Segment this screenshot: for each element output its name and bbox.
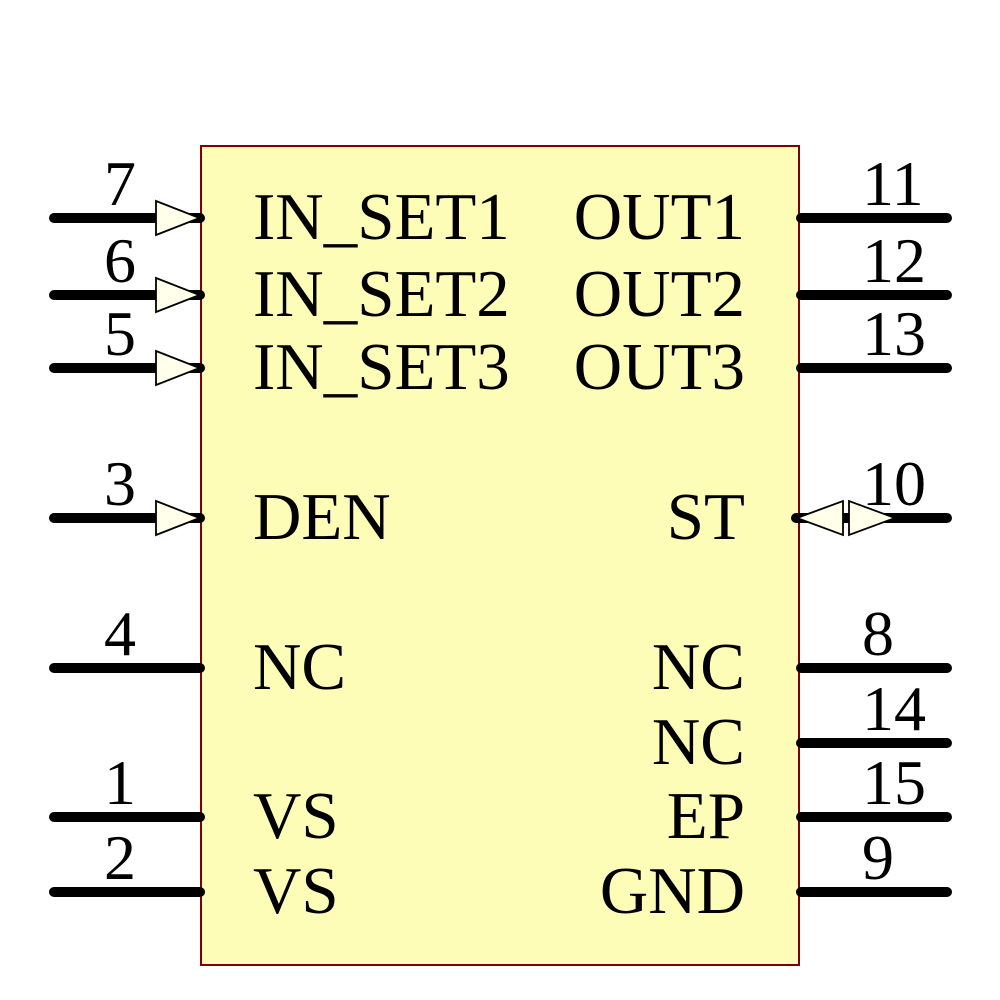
pin-label: NC [652,705,745,779]
pin-number: 14 [862,673,926,744]
input-arrow-icon [155,199,202,237]
pin-label: EP [667,779,745,853]
pin-label: NC [253,630,346,704]
pin-nc-4: 4 NC [49,598,346,704]
pin-den-3: 3 DEN [49,448,391,554]
pin-label: DEN [253,480,391,554]
pin-number: 5 [104,298,136,369]
pin-out3-13: 13 OUT3 [574,298,952,404]
input-arrow-icon [155,276,202,314]
pin-in_set1-7: 7 IN_SET1 [49,148,510,254]
pin-in_set3-5: 5 IN_SET3 [49,298,510,404]
pin-vs-1: 1 VS [49,747,339,853]
pin-label: OUT2 [574,257,745,331]
pin-ep-15: 15 EP [667,747,952,853]
pin-number: 1 [104,747,136,818]
pin-number: 13 [862,298,926,369]
pin-number: 4 [104,598,136,669]
pin-number: 7 [104,148,136,219]
pin-label: NC [652,630,745,704]
pin-number: 6 [104,225,136,296]
pin-in_set2-6: 6 IN_SET2 [49,225,510,331]
pin-label: OUT1 [574,180,745,254]
pin-label: VS [253,854,339,928]
pin-label: IN_SET1 [253,180,510,254]
pin-out2-12: 12 OUT2 [574,225,952,331]
pin-gnd-9: 9 GND [600,822,952,928]
pin-number: 15 [862,747,926,818]
pin-label: IN_SET2 [253,257,510,331]
pin-number: 8 [862,598,894,669]
pin-label: GND [600,854,745,928]
pin-out1-11: 11 OUT1 [574,148,952,254]
pin-nc-14: 14 NC [652,673,952,779]
pin-label: IN_SET3 [253,330,510,404]
pin-st-10: 10 ST [667,448,952,554]
input-arrow-icon [155,349,202,387]
pin-number: 10 [862,448,926,519]
pin-nc-8: 8 NC [652,598,952,704]
symbol-body[interactable] [200,145,800,966]
pin-label: ST [667,480,745,554]
input-arrow-icon [155,499,202,537]
pin-label: OUT3 [574,330,745,404]
pin-label: VS [253,779,339,853]
pin-number: 12 [862,225,926,296]
pin-number: 11 [862,148,924,219]
pin-number: 2 [104,822,136,893]
bidirectional-arrow-left-icon [794,499,844,537]
pin-number: 3 [104,448,136,519]
pin-vs-2: 2 VS [49,822,339,928]
bidirectional-arrow-right-icon [848,499,898,537]
pin-number: 9 [862,822,894,893]
